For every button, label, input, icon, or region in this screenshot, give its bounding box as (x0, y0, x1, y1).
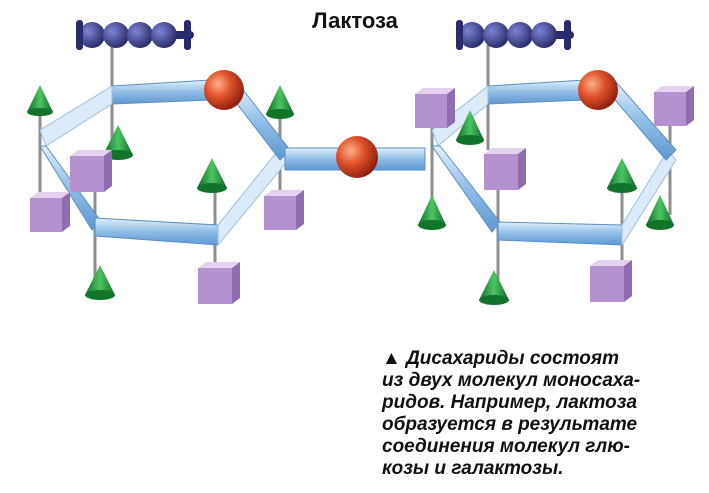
right-ring-rods (430, 45, 672, 285)
right-ring (415, 20, 694, 305)
left-ring (27, 20, 304, 304)
caption: ▲ Дисахариды состоят из двух молекул мон… (382, 348, 702, 480)
bridge-oxygen (336, 136, 378, 178)
left-chain-group (76, 20, 194, 50)
right-chain-group (456, 20, 574, 50)
caption-line: соединения молекул глю- (382, 436, 630, 457)
caption-line: ▲ Дисахариды состоят (382, 348, 619, 369)
right-ring-bands (431, 79, 677, 247)
diagram-title: Лактоза (312, 8, 398, 33)
left-ring-oxygen (204, 70, 244, 110)
caption-line: образуется в результате (382, 414, 638, 435)
caption-line: из двух молекул моносаха- (382, 370, 641, 391)
left-ring-bands (39, 79, 291, 247)
caption-line: ридов. Например, лактоза (382, 392, 638, 413)
left-cubes (30, 150, 304, 304)
left-cones (27, 85, 294, 300)
right-cones (418, 110, 674, 305)
caption-line: козы и галактозы. (382, 458, 564, 479)
right-ring-oxygen (578, 70, 618, 110)
right-cubes (415, 86, 694, 302)
glycosidic-bond (284, 136, 426, 178)
